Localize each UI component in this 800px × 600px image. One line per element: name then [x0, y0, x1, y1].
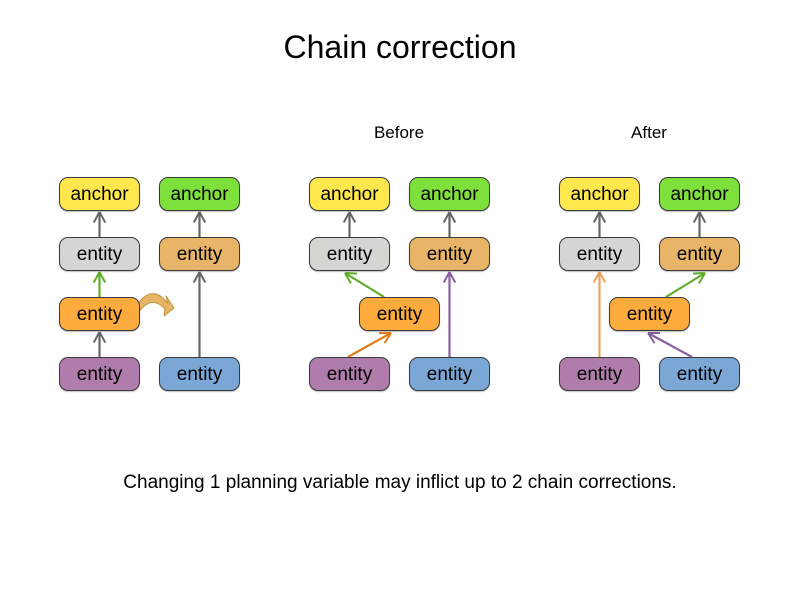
chain-node-label: entity: [176, 363, 223, 385]
chain-node-entity[interactable]: entity: [659, 237, 740, 271]
chain-node-entity[interactable]: entity: [409, 237, 490, 271]
chain-node-entity[interactable]: entity: [559, 357, 640, 391]
chain-node-anchor[interactable]: anchor: [159, 177, 240, 211]
chain-arrow: [92, 271, 107, 297]
chain-node-label: entity: [376, 303, 423, 325]
chain-node-label: entity: [426, 363, 473, 385]
chain-node-label: entity: [76, 303, 123, 325]
chain-node-label: anchor: [170, 183, 229, 205]
chain-node-entity[interactable]: entity: [59, 297, 140, 331]
chain-node-entity[interactable]: entity: [309, 357, 390, 391]
chain-arrow: [347, 332, 392, 358]
chain-node-entity[interactable]: entity: [309, 237, 390, 271]
chain-arrow: [665, 272, 706, 298]
phase-label-after: After: [631, 123, 667, 142]
chain-node-label: anchor: [320, 183, 379, 205]
chain-arrow: [692, 211, 707, 237]
page-title: Chain correction: [283, 29, 517, 65]
chain-node-label: entity: [626, 303, 673, 325]
chain-arrow: [442, 211, 457, 237]
slide-caption: Changing 1 planning variable may inflict…: [123, 472, 677, 493]
chain-node-anchor[interactable]: anchor: [409, 177, 490, 211]
chain-node-anchor[interactable]: anchor: [559, 177, 640, 211]
chain-arrow: [344, 272, 385, 298]
chain-node-entity[interactable]: entity: [159, 237, 240, 271]
chain-node-entity[interactable]: entity: [59, 357, 140, 391]
chain-arrow: [192, 271, 207, 357]
chain-node-label: anchor: [70, 183, 129, 205]
chain-node-label: entity: [576, 243, 623, 265]
chain-arrow: [647, 331, 693, 358]
chain-node-anchor[interactable]: anchor: [659, 177, 740, 211]
chain-node-label: anchor: [420, 183, 479, 205]
chain-arrow: [442, 271, 457, 357]
chain-arrow: [92, 331, 107, 357]
chain-node-entity[interactable]: entity: [59, 237, 140, 271]
chain-node-label: entity: [326, 363, 373, 385]
chain-node-anchor[interactable]: anchor: [309, 177, 390, 211]
chain-arrow: [342, 211, 357, 237]
chain-node-entity[interactable]: entity: [359, 297, 440, 331]
chain-node-entity[interactable]: entity: [609, 297, 690, 331]
chain-node-label: entity: [576, 363, 623, 385]
chain-node-label: entity: [76, 243, 123, 265]
chain-node-label: entity: [76, 363, 123, 385]
chain-node-label: entity: [426, 243, 473, 265]
chain-node-anchor[interactable]: anchor: [59, 177, 140, 211]
chain-arrow: [592, 211, 607, 237]
chain-node-entity[interactable]: entity: [409, 357, 490, 391]
chain-arrow: [92, 211, 107, 237]
chain-node-label: anchor: [570, 183, 629, 205]
chain-arrow: [192, 211, 207, 237]
phase-label-before: Before: [373, 123, 425, 142]
chain-node-entity[interactable]: entity: [159, 357, 240, 391]
chain-node-label: entity: [326, 243, 373, 265]
chain-node-label: entity: [676, 243, 723, 265]
chain-node-entity[interactable]: entity: [559, 237, 640, 271]
chain-node-entity[interactable]: entity: [659, 357, 740, 391]
chain-arrow: [592, 271, 607, 357]
chain-node-label: entity: [176, 243, 223, 265]
chain-node-label: entity: [676, 363, 723, 385]
chain-node-label: anchor: [670, 183, 729, 205]
